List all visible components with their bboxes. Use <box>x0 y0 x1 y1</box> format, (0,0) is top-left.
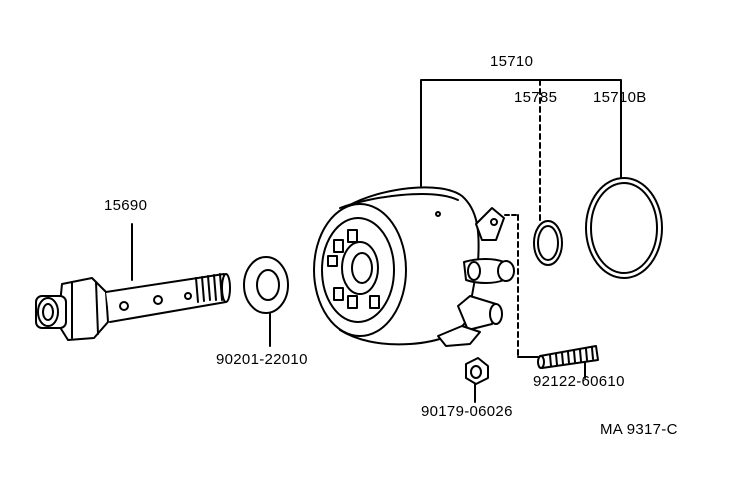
leader-lines <box>131 79 622 403</box>
o-ring-small-part <box>533 220 563 266</box>
part-label-15710: 15710 <box>490 53 534 70</box>
part-label-15710b: 15710B <box>593 89 647 106</box>
part-label-92122-60610: 92122-60610 <box>533 373 625 390</box>
part-label-90201-22010: 90201-22010 <box>216 351 308 368</box>
nut-part <box>465 357 489 385</box>
part-label-90179-06026: 90179-06026 <box>421 403 513 420</box>
o-ring-large-part <box>585 177 663 279</box>
gasket-part <box>243 256 289 314</box>
stud-bolt-part <box>537 345 599 369</box>
oil-cooler-part <box>313 186 515 347</box>
union-bolt-part <box>35 273 231 341</box>
part-label-15690: 15690 <box>104 197 148 214</box>
part-label-15785: 15785 <box>514 89 558 106</box>
reference-code: MA 9317-C <box>600 421 678 438</box>
